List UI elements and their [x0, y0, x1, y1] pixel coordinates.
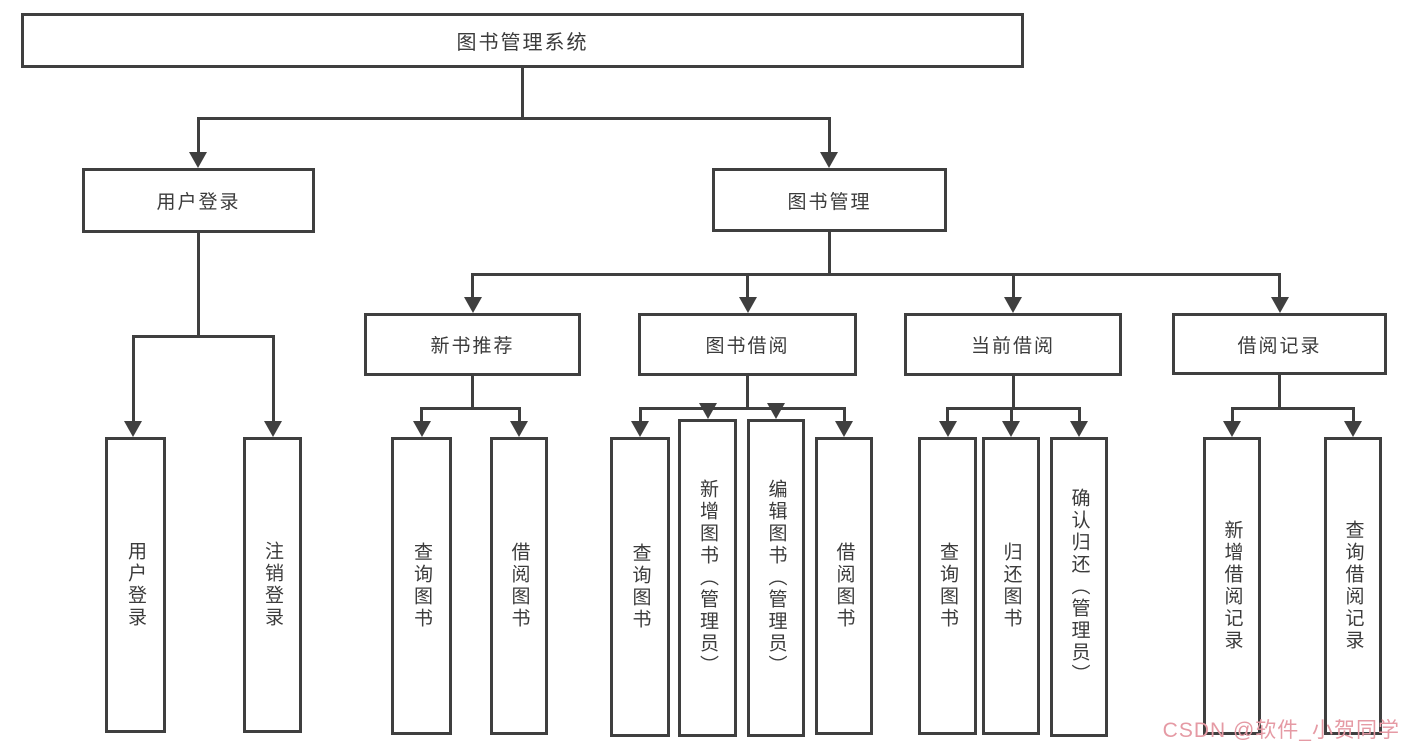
arrow-bb-add — [699, 403, 717, 419]
arrow-new-book-recommend — [464, 297, 482, 313]
node-borrow-records-label: 借阅记录 — [1237, 335, 1322, 357]
connector-current-borrow-hline — [946, 407, 1081, 410]
connector-borrow-records-feed — [1278, 375, 1281, 407]
leaf-logout-label: 注销登录 — [262, 541, 283, 629]
node-book-borrow-label: 图书借阅 — [705, 336, 790, 357]
arrow-cb-query — [939, 421, 957, 437]
arrow-logout-leaf — [264, 421, 282, 437]
leaf-bb-query-books-label: 查询图书 — [629, 543, 651, 631]
leaf-user-login: 用户登录 — [105, 437, 166, 733]
connector-book-borrow-drop — [746, 273, 749, 297]
leaf-nb-borrow-books-label: 借阅图书 — [508, 542, 530, 630]
connector-book-borrow-hline — [639, 407, 846, 410]
connector-bb-query-drop — [639, 407, 642, 421]
connector-book-management-drop — [828, 117, 831, 152]
connector-logout-drop — [272, 335, 275, 421]
arrow-book-borrow — [739, 297, 757, 313]
connector-user-login-feed — [197, 233, 200, 335]
arrow-cb-return — [1002, 421, 1020, 437]
arrow-cb-confirm — [1070, 421, 1088, 437]
leaf-bb-edit-books: 编辑图书（管理员） — [747, 419, 805, 737]
connector-book-management-feed — [828, 232, 831, 273]
leaf-bb-borrow-books-label: 借阅图书 — [833, 542, 855, 630]
node-user-login-label: 用户登录 — [156, 192, 241, 213]
arrow-user-login-leaf — [124, 421, 142, 437]
leaf-cb-query-books: 查询图书 — [918, 437, 977, 735]
leaf-cb-confirm-return: 确认归还（管理员） — [1050, 437, 1108, 737]
connector-borrow-records-drop — [1278, 273, 1281, 297]
connector-current-borrow-feed — [1012, 376, 1015, 407]
node-new-book-recommend: 新书推荐 — [364, 313, 581, 376]
connector-br-query-drop — [1352, 407, 1355, 421]
connector-bb-borrow-drop — [843, 407, 846, 421]
leaf-bb-edit-books-label: 编辑图书（管理员） — [765, 479, 787, 677]
leaf-logout: 注销登录 — [243, 437, 302, 733]
arrow-nb-query — [413, 421, 431, 437]
connector-user-login-hline — [132, 335, 275, 338]
leaf-cb-query-books-label: 查询图书 — [937, 542, 958, 630]
arrow-br-query — [1344, 421, 1362, 437]
connector-user-login-leaf-drop — [132, 335, 135, 421]
leaf-br-query-record: 查询借阅记录 — [1324, 437, 1382, 735]
connector-br-add-drop — [1231, 407, 1234, 421]
node-user-login: 用户登录 — [82, 168, 315, 233]
arrow-bb-borrow — [835, 421, 853, 437]
node-root: 图书管理系统 — [21, 13, 1024, 68]
node-current-borrow: 当前借阅 — [904, 313, 1122, 376]
leaf-nb-query-books-label: 查询图书 — [411, 542, 432, 630]
connector-book-borrow-feed — [746, 376, 749, 407]
leaf-bb-add-books-label: 新增图书（管理员） — [697, 479, 718, 677]
csdn-watermark: CSDN @软件_小贺同学 — [1162, 719, 1400, 742]
leaf-br-add-record: 新增借阅记录 — [1203, 437, 1261, 735]
leaf-cb-return-books-label: 归还图书 — [1000, 542, 1022, 630]
arrow-borrow-records — [1271, 297, 1289, 313]
arrow-book-management — [820, 152, 838, 168]
leaf-bb-add-books: 新增图书（管理员） — [678, 419, 737, 737]
connector-nb-query-drop — [420, 407, 423, 421]
node-borrow-records: 借阅记录 — [1172, 313, 1387, 375]
connector-level2-hline — [197, 117, 831, 120]
connector-cb-return-drop — [1010, 407, 1013, 421]
leaf-nb-borrow-books: 借阅图书 — [490, 437, 548, 735]
connector-new-book-drop — [471, 273, 474, 297]
connector-new-book-hline — [420, 407, 521, 410]
arrow-current-borrow — [1004, 297, 1022, 313]
arrow-nb-borrow — [510, 421, 528, 437]
arrow-bb-query — [631, 421, 649, 437]
node-new-book-recommend-label: 新书推荐 — [430, 336, 515, 357]
connector-new-book-feed — [471, 376, 474, 407]
leaf-nb-query-books: 查询图书 — [391, 437, 452, 735]
connector-nb-borrow-drop — [518, 407, 521, 421]
node-book-borrow: 图书借阅 — [638, 313, 857, 376]
connector-current-borrow-drop — [1012, 273, 1015, 297]
leaf-bb-query-books: 查询图书 — [610, 437, 670, 737]
connector-user-login-drop — [197, 117, 200, 152]
arrow-bb-edit — [767, 403, 785, 419]
node-book-management-label: 图书管理 — [787, 191, 872, 213]
connector-root-feed — [521, 68, 524, 117]
leaf-br-query-record-label: 查询借阅记录 — [1342, 520, 1364, 652]
connector-cb-confirm-drop — [1078, 407, 1081, 421]
leaf-user-login-label: 用户登录 — [125, 541, 146, 629]
leaf-cb-confirm-return-label: 确认归还（管理员） — [1068, 488, 1090, 686]
leaf-bb-borrow-books: 借阅图书 — [815, 437, 873, 735]
arrow-user-login — [189, 152, 207, 168]
connector-level3-hline — [471, 273, 1281, 276]
connector-cb-query-drop — [946, 407, 949, 421]
node-root-label: 图书管理系统 — [456, 32, 589, 54]
arrow-br-add — [1223, 421, 1241, 437]
leaf-cb-return-books: 归还图书 — [982, 437, 1040, 735]
node-current-borrow-label: 当前借阅 — [970, 336, 1055, 357]
connector-borrow-records-hline — [1231, 407, 1355, 410]
leaf-br-add-record-label: 新增借阅记录 — [1221, 520, 1243, 652]
node-book-management: 图书管理 — [712, 168, 947, 232]
